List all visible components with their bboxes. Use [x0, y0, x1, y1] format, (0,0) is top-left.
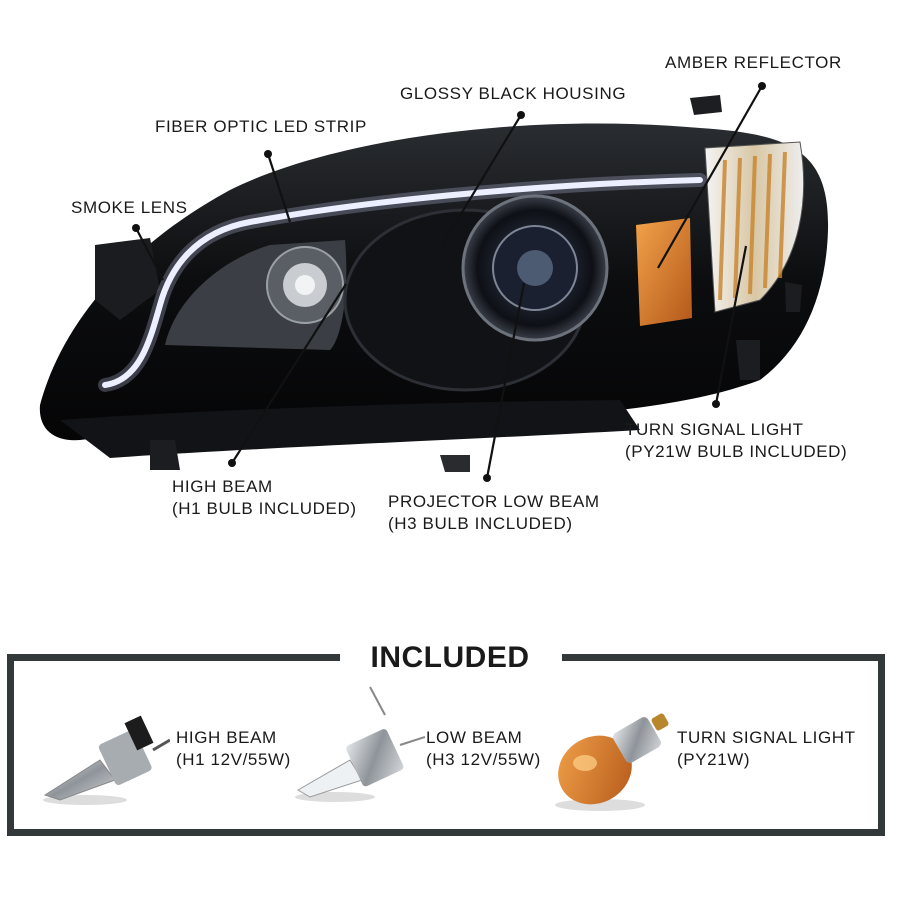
label-projector-low-beam-line1: PROJECTOR LOW BEAM: [388, 492, 600, 511]
leader-smoke-lens: [135, 227, 164, 281]
leader-turn-signal: [714, 245, 748, 405]
label-amber-reflector: AMBER REFLECTOR: [665, 53, 842, 72]
included-turn-signal-text: TURN SIGNAL LIGHT (PY21W): [677, 727, 867, 771]
label-turn-signal: TURN SIGNAL LIGHT (PY21W BULB INCLUDED): [625, 419, 847, 463]
amber-reflector: [636, 218, 692, 326]
label-projector-low-beam: PROJECTOR LOW BEAM (H3 BULB INCLUDED): [388, 491, 600, 535]
leader-low-beam: [485, 282, 526, 479]
leader-glossy-housing: [437, 114, 522, 253]
label-smoke-lens: SMOKE LENS: [71, 198, 188, 217]
included-frame-top-left: [7, 654, 340, 661]
included-turn-signal-line1: TURN SIGNAL LIGHT: [677, 728, 856, 747]
fiber-optic-led-strip: [102, 177, 703, 388]
py21w-bulb-icon: [555, 713, 669, 811]
h1-bulb-icon: [43, 715, 170, 805]
label-turn-signal-line1: TURN SIGNAL LIGHT: [625, 420, 804, 439]
included-frame: [7, 654, 885, 836]
leader-amber-reflector: [657, 85, 763, 269]
label-fiber-optic-led-strip: FIBER OPTIC LED STRIP: [155, 117, 367, 136]
included-low-beam-text: LOW BEAM (H3 12V/55W): [426, 727, 541, 771]
label-high-beam-line1: HIGH BEAM: [172, 477, 273, 496]
included-frame-top-right: [562, 654, 885, 661]
included-high-beam-text: HIGH BEAM (H1 12V/55W): [176, 727, 291, 771]
leader-led-strip: [266, 153, 292, 223]
h3-bulb-icon: [295, 686, 425, 802]
included-low-beam-line2: (H3 12V/55W): [426, 750, 541, 769]
headlight-illustration: [39, 82, 829, 482]
included-low-beam-line1: LOW BEAM: [426, 728, 523, 747]
included-turn-signal-line2: (PY21W): [677, 750, 751, 769]
label-turn-signal-line2: (PY21W BULB INCLUDED): [625, 442, 848, 461]
included-title: INCLUDED: [340, 640, 560, 676]
label-high-beam: HIGH BEAM (H1 BULB INCLUDED): [172, 476, 357, 520]
leader-high-beam: [231, 283, 347, 464]
included-high-beam-line1: HIGH BEAM: [176, 728, 277, 747]
label-glossy-black-housing: GLOSSY BLACK HOUSING: [400, 84, 627, 103]
label-projector-low-beam-line2: (H3 BULB INCLUDED): [388, 514, 573, 533]
label-high-beam-line2: (H1 BULB INCLUDED): [172, 499, 357, 518]
included-high-beam-line2: (H1 12V/55W): [176, 750, 291, 769]
